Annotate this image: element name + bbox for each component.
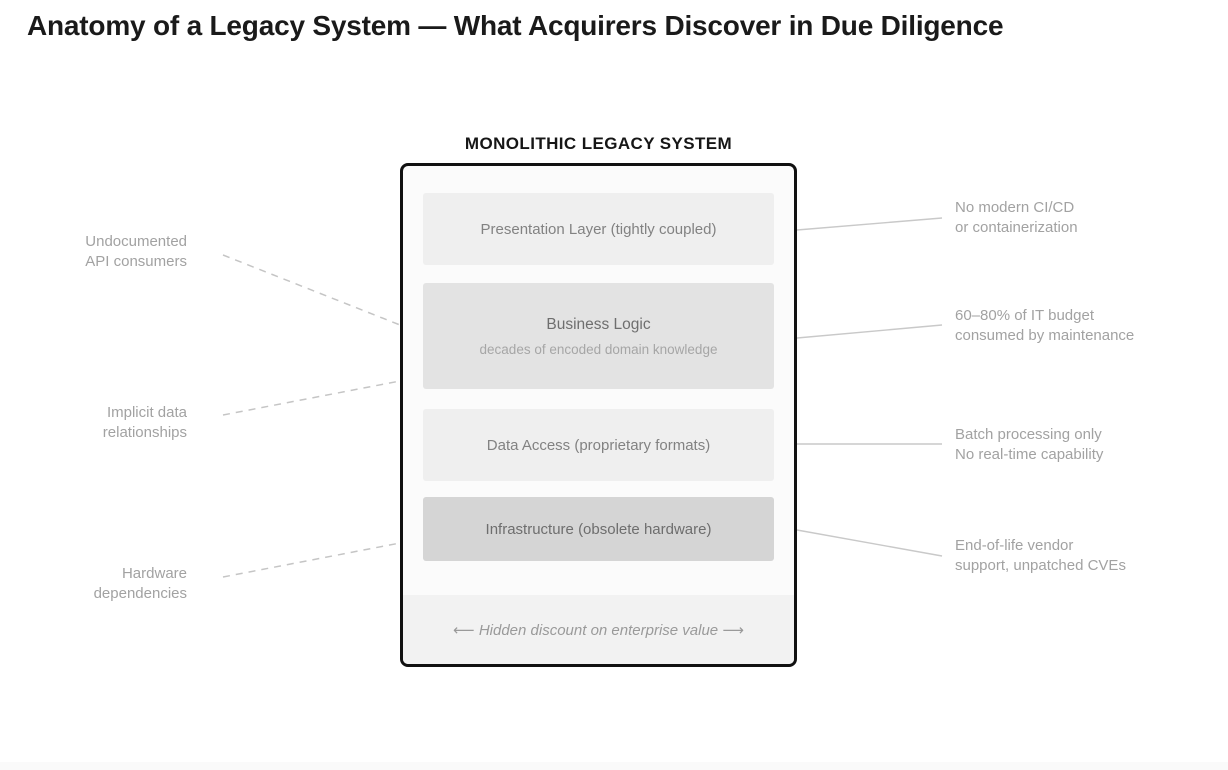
monolith-legacy-system-box: Presentation Layer (tightly coupled) Bus…	[400, 163, 797, 667]
page-title: Anatomy of a Legacy System — What Acquir…	[27, 10, 1004, 41]
annotation-line: API consumers	[85, 253, 187, 270]
annotation-line: Implicit data	[106, 404, 187, 421]
connector-right-budget	[796, 324, 943, 339]
annotation-line: relationships	[102, 424, 187, 441]
layer-business-logic: Business Logic decades of encoded domain…	[423, 283, 774, 389]
annotation-line: or containerization	[955, 219, 1078, 236]
monolith-box-header: MONOLITHIC LEGACY SYSTEM	[464, 134, 733, 153]
hidden-discount-footer-text: ⟵ Hidden discount on enterprise value ⟶	[453, 621, 744, 639]
connector-left-implicit-data	[222, 380, 401, 416]
annotation-hardware-dependencies: Hardware dependencies	[47, 564, 187, 604]
annotation-it-budget-maintenance: 60–80% of IT budget consumed by maintena…	[955, 306, 1134, 346]
layer-business-logic-sublabel: decades of encoded domain knowledge	[479, 341, 718, 357]
annotation-line: 60–80% of IT budget	[955, 307, 1094, 324]
layer-data-access-label: Data Access (proprietary formats)	[486, 436, 711, 454]
annotation-line: No real-time capability	[955, 446, 1104, 463]
annotation-line: support, unpatched CVEs	[955, 557, 1126, 574]
hidden-discount-footer: ⟵ Hidden discount on enterprise value ⟶	[403, 595, 794, 664]
layer-data-access: Data Access (proprietary formats)	[423, 409, 774, 481]
annotation-line: End-of-life vendor	[955, 537, 1074, 554]
annotation-batch-processing-only: Batch processing only No real-time capab…	[955, 425, 1103, 465]
annotation-end-of-life-vendor: End-of-life vendor support, unpatched CV…	[955, 536, 1126, 576]
layer-presentation-label: Presentation Layer (tightly coupled)	[480, 220, 717, 238]
connector-left-undocumented-api	[222, 254, 401, 326]
layer-infrastructure-label: Infrastructure (obsolete hardware)	[485, 520, 712, 538]
layer-infrastructure: Infrastructure (obsolete hardware)	[423, 497, 774, 561]
layer-business-logic-label: Business Logic	[546, 315, 651, 333]
annotation-line: No modern CI/CD	[955, 199, 1075, 216]
annotation-no-modern-cicd: No modern CI/CD or containerization	[955, 198, 1078, 238]
connector-left-hardware-deps	[222, 542, 401, 578]
annotation-line: Batch processing only	[955, 426, 1102, 443]
annotation-line: Undocumented	[85, 233, 187, 250]
annotation-line: consumed by maintenance	[955, 327, 1135, 344]
annotation-undocumented-api-consumers: Undocumented API consumers	[47, 232, 187, 272]
layer-presentation: Presentation Layer (tightly coupled)	[423, 193, 774, 265]
annotation-line: dependencies	[93, 585, 187, 602]
annotation-implicit-data-relationships: Implicit data relationships	[47, 403, 187, 443]
connector-right-eol	[796, 529, 943, 557]
bottom-strip	[0, 762, 1228, 770]
connector-right-cicd	[796, 217, 943, 231]
annotation-line: Hardware	[121, 565, 187, 582]
